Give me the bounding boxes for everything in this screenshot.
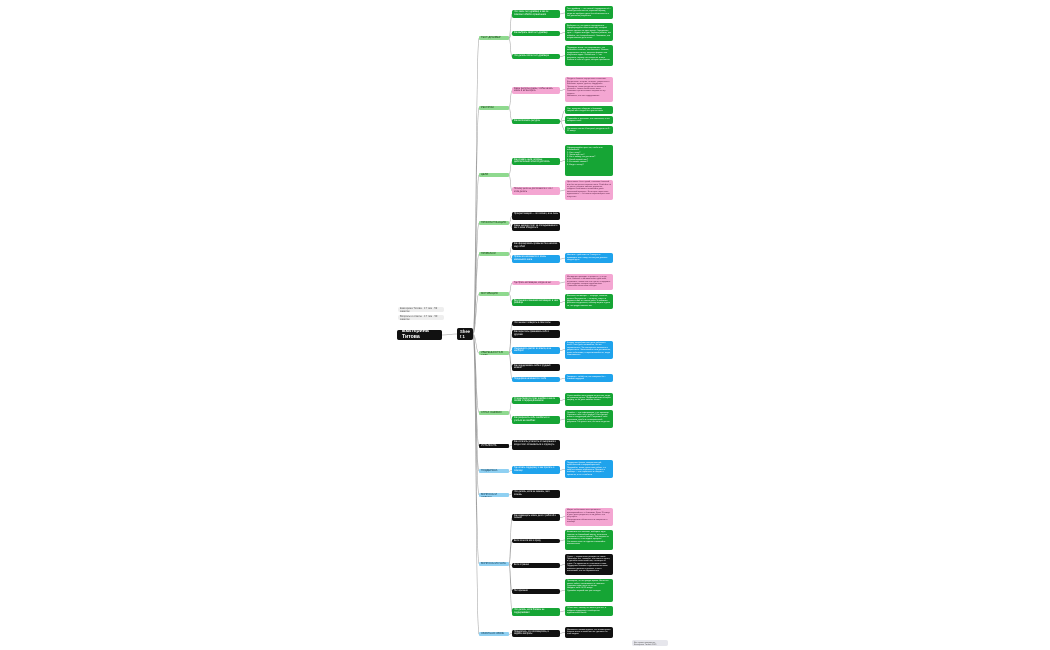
note-1-3-1: Подведите итоги: что понравилось, что ок… [565,45,613,66]
subtopic-3-2[interactable]: Почему цели не достигаются и что с этим … [512,187,560,195]
subtopic-12-4[interactable]: Нет времени [512,588,560,594]
branch-topic-4[interactable]: ПРОКРАСТИНАЦИЯ [479,220,509,225]
branch-topic-5[interactable]: ПРИВЫЧКИ [479,252,509,257]
note-5-2-1: Начните с действия на 2 минуты и привяжи… [565,252,613,264]
note-13-1-1: Напишите в комментариях, что откликнулос… [565,627,613,638]
subtopic-1-3[interactable]: Что делать после тест-драйвера [512,54,560,60]
branch-topic-12[interactable]: ВОПРОСЫ ИЗ ЧАТА [479,561,509,566]
note-6-1-1: Мотивация приходит в процессе, а не до н… [565,274,613,290]
sheet-topic[interactable]: Sheet 1 [457,328,473,340]
branch-topic-13[interactable]: ОБРАТНАЯ СВЯЗЬ [479,632,509,637]
note-1-2-1: Выберите то, что давно откладываете. Сфо… [565,23,613,42]
subtopic-4-1[interactable]: Прокрастинация — это сигнал, а не лень [512,212,560,220]
note-7-3-1: Каждое попробованное дело добавляет опыт… [565,340,613,359]
branch-topic-9[interactable]: УСТАЛОСТЬ [479,444,509,449]
subtopic-12-3[interactable]: Если страшно [512,563,560,568]
note-1-1-1: Тест-драйвер — это способ «подружиться» … [565,6,613,20]
subtopic-1-2[interactable]: Как выбрать свой тест-драйвер [512,31,560,36]
note-8-1-1: Страх ошибки часто родом из детства, ког… [565,393,613,407]
note-12-3-1: Страх — нормальная реакция на новое. При… [565,554,613,575]
note-7-5-1: Говорите с собой так, как говорили бы с … [565,374,613,383]
subtopic-7-1[interactable]: Что мешает поверить в свои силы [512,321,560,326]
branch-topic-7[interactable]: УВЕРЕННОСТЬ В СЕБЕ [479,351,509,356]
subtopic-7-4[interactable]: Как поддерживать себя в трудный момент [512,363,560,372]
subtopic-9-1[interactable]: Как отличить усталость от выгорания и ко… [512,439,560,451]
note-12-4-1: Проверьте, на что уходит время. Часто ег… [565,578,613,602]
side-note-1: Екатерина Титова · 17 тем · 59 заметок [398,307,444,312]
subtopic-2-1[interactable]: Какие ресурсы нужны, чтобы начать новое … [512,86,560,95]
branch-topic-11[interactable]: ВОПРОСЫ И ОТВЕТЫ [479,492,509,497]
note-10-1-1: Поддержка бывает эмоциональной, практиче… [565,460,613,479]
subtopic-12-1[interactable]: Как совмещать новое дело с работой и сем… [512,513,560,522]
branch-topic-6[interactable]: МОТИВАЦИЯ [479,291,509,296]
note-3-1-1: Сформулируйте цель так, чтобы она отклик… [565,145,613,176]
subtopic-12-2[interactable]: Если хочется всё и сразу [512,538,560,544]
subtopic-5-1[interactable]: Как формировать привычки без насилия над… [512,242,560,250]
subtopic-4-2[interactable]: Какие эмоции стоят за откладыванием и ка… [512,223,560,232]
root-topic[interactable]: Екатерина Титова [397,330,442,340]
subtopic-6-1[interactable]: Где брать мотивацию, когда её нет [512,280,560,286]
note-12-2-1: Выпишите все желания, выберите одно глав… [565,529,613,551]
note-12-1-1: Ищите небольшие окна времени и договарив… [565,507,613,526]
branch-topic-1[interactable]: ТЕСТ-ДРАЙВЕР [479,36,509,41]
note-2-2-2: Отмечайте в дневнике, что наполняет, а ч… [565,116,613,125]
footer-note: Все права защищены · Екатерина Титова 20… [632,640,668,646]
subtopic-7-3[interactable]: Уверенность растёт из опыта, а не наобор… [512,346,560,355]
subtopic-8-2[interactable]: Как разрешить себе ошибаться и учиться н… [512,416,560,424]
subtopic-2-2[interactable]: Как восполнять ресурсы [512,118,560,124]
subtopic-11-1[interactable]: Что делать, если не знаешь, чего хочешь [512,490,560,498]
subtopic-12-5[interactable]: Что делать, если близкие не поддерживают [512,608,560,616]
subtopic-1-1[interactable]: Что такое тест-драйвер и как он помогает… [512,10,560,18]
note-2-2-3: Составьте список «быстрых» ресурсов на 5… [565,126,613,135]
subtopic-7-2[interactable]: Как перестать сравнивать себя с другими [512,329,560,338]
subtopic-13-1[interactable]: Поделитесь, что откликнулось, и задайте … [512,629,560,638]
note-8-2-1: Ошибка — это информация, а не приговор. … [565,410,613,429]
note-2-1-1: Ресурсы бывают внутренние и внешние. Вну… [565,76,613,103]
subtopic-8-1[interactable]: Откуда берётся страх ошибки и как он свя… [512,396,560,405]
subtopic-7-5[interactable]: Поддержка начинается с себя [512,376,560,382]
subtopic-3-1[interactable]: Как ставить цели, которые действительно … [512,157,560,166]
branch-topic-2[interactable]: РЕСУРСЫ [479,105,509,110]
branch-topic-10[interactable]: ПОДДЕРЖКА [479,469,509,474]
note-3-2-1: Цель может быть чужой, слишком большой и… [565,179,613,201]
side-note-2: Вопросы и ответы · 17 тем · 59 заметок [398,315,444,320]
branch-topic-8[interactable]: СТРАХ ОШИБКИ [479,410,509,415]
subtopic-5-2[interactable]: Привычка начинается с очень маленького ш… [512,255,560,263]
note-6-2-1: Внешняя мотивация — награды, похвала, де… [565,293,613,310]
subtopic-10-1[interactable]: Где искать поддержку и как просить о пом… [512,466,560,475]
note-2-2-1: Сон, прогулки, общение с близкими, творч… [565,106,613,115]
branch-topic-3[interactable]: ЦЕЛИ [479,172,509,177]
note-12-5-1: Объясните, почему это важно для вас, и н… [565,605,613,617]
subtopic-6-2[interactable]: Внутренняя и внешняя мотивация: в чём ра… [512,298,560,307]
